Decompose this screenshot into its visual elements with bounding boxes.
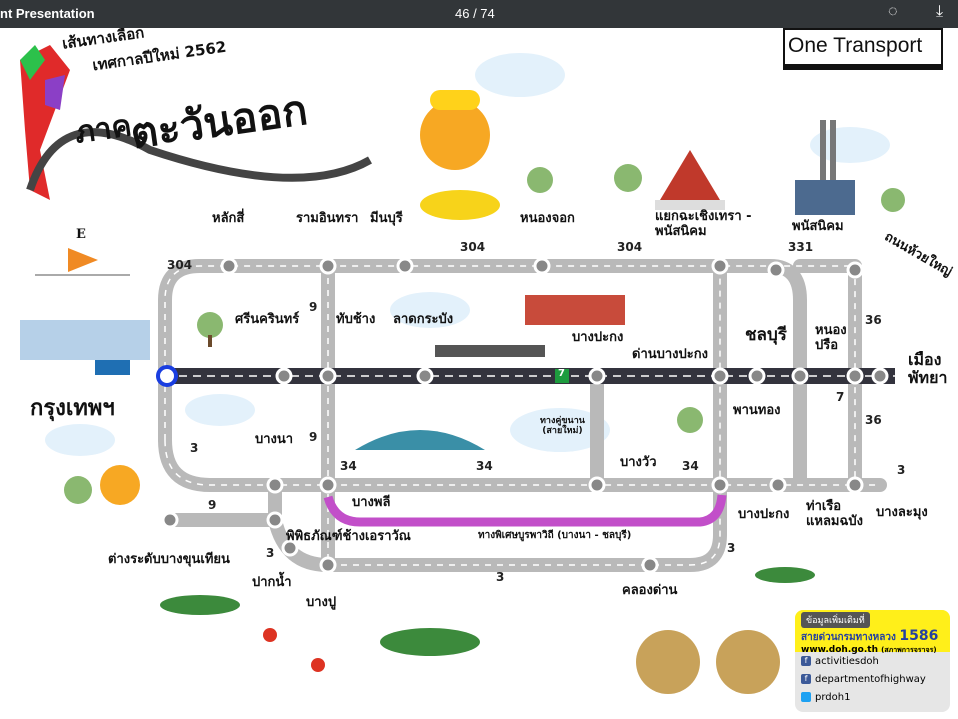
road-number: 7: [836, 390, 845, 404]
burapha-expressway: [323, 494, 727, 527]
road-number: 34: [476, 459, 493, 473]
place-minburi: มีนบุรี: [370, 211, 403, 226]
road-number: 304: [460, 240, 486, 254]
place-phanatnikhom: พนัสนิคม: [792, 219, 844, 234]
hotline-number: 1586: [899, 628, 939, 644]
road-number: 34: [340, 459, 357, 473]
bangkok-node: [156, 365, 178, 387]
hotline-label: สายด่วนกรมทางหลวง: [801, 632, 896, 643]
road-number: 9: [309, 300, 318, 314]
place-bangna: บางนา: [255, 432, 294, 447]
bangkok-skyline-icon: [20, 320, 150, 375]
website-link[interactable]: www.doh.go.th: [801, 645, 878, 655]
place-dan-bangpakong: ด่านบางปะกง: [632, 347, 708, 362]
place-khlongdan: คลองด่าน: [622, 583, 678, 598]
motorway-sign: [555, 369, 569, 383]
viewer-toolbar: nt Presentation 46 / 74 ◌ ⤓: [0, 0, 958, 28]
place-burapha-expressway: ทางพิเศษบูรพาวิถี (บางนา - ชลบุรี): [478, 530, 632, 541]
compass-label: E: [76, 227, 86, 242]
place-bangpakong-bottom: บางปะกง: [738, 507, 790, 522]
junction-nodes: [161, 257, 889, 574]
place-nongchok: หนองจอก: [520, 211, 575, 226]
facebook-icon: f: [801, 674, 811, 684]
website-note: (สภาพการจราจร): [881, 646, 937, 654]
brand-text: One Transport: [788, 34, 923, 57]
road-number: 304: [617, 240, 643, 254]
road-number: 36: [865, 313, 882, 327]
info-tag: ข้อมูลเพิ่มเติมที่: [801, 612, 870, 628]
road-number: 3: [897, 463, 906, 477]
place-bangphli: บางพลี: [352, 495, 391, 510]
road-number: 36: [865, 413, 882, 427]
tree-icons: [64, 164, 905, 504]
factory-icon: [795, 120, 855, 215]
facebook-icon: f: [801, 656, 811, 666]
place-thapchang: ทับช้าง: [336, 312, 376, 327]
place-chachoengsao: แยกฉะเชิงเทรา -พนัสนิคม: [655, 209, 752, 239]
place-srinakarin: ศรีนครินทร์: [235, 312, 300, 327]
place-pattaya: เมืองพัทยา: [908, 350, 948, 388]
twitter-icon: [801, 692, 811, 702]
rotate-icon[interactable]: ◌: [888, 3, 898, 20]
road-number: 3: [727, 541, 736, 555]
slide: เส้นทางเลือก เทศกาลปีใหม่ 2562 ภาค ตะวัน…: [0, 28, 958, 719]
compass-arrow-icon: [68, 248, 98, 272]
lane-markings: [164, 265, 880, 566]
mangrove-icons: [160, 567, 815, 656]
twitter-prdoh1[interactable]: prdoh1: [815, 691, 851, 703]
place-bangkok: กรุงเทพฯ: [30, 396, 115, 421]
road-number: 3: [496, 570, 505, 584]
train-icon: [435, 345, 545, 357]
place-bangpu: บางปู: [306, 595, 337, 610]
place-bangwua: บางวัว: [620, 455, 657, 470]
road-map: [20, 45, 905, 694]
page-counter: 46 / 74: [455, 6, 495, 21]
road-number: 34: [682, 459, 699, 473]
place-nongprue: หนองปรือ: [815, 323, 847, 353]
place-parallel-road: ทางคู่ขนาน(สายใหม่): [540, 416, 585, 437]
crab-icons: [263, 628, 325, 672]
temple-icon: [655, 150, 725, 210]
place-laemchabang: ท่าเรือแหลมฉบัง: [806, 499, 863, 529]
facebook-activitiesdoh[interactable]: activitiesdoh: [815, 655, 879, 667]
place-chonburi: ชลบุรี: [745, 325, 787, 345]
mascot-icon: [420, 90, 500, 220]
facebook-departmentofhighway[interactable]: departmentofhighway: [815, 673, 926, 685]
viewer-title: nt Presentation: [0, 6, 95, 21]
place-bangpakong-top: บางปะกง: [572, 330, 624, 345]
road-number: 9: [309, 430, 318, 444]
road-number: 3: [266, 546, 275, 560]
title-road-decoration: [26, 128, 372, 192]
airport-icon: [355, 430, 485, 450]
download-icon[interactable]: ⤓: [936, 3, 944, 20]
road-number: 331: [788, 240, 814, 254]
one-transport-logo: One Transport: [783, 28, 943, 70]
place-paknam: ปากน้ำ: [252, 575, 292, 590]
place-banglamung: บางละมุง: [876, 505, 928, 520]
place-bangkhuntian: ต่างระดับบางขุนเทียน: [108, 552, 230, 567]
place-laksi: หลักสี่: [212, 211, 245, 226]
place-erawan: พิพิธภัณฑ์ช้างเอราวัณ: [286, 529, 411, 544]
info-box: ข้อมูลเพิ่มเติมที่ สายด่วนกรมทางหลวง 158…: [795, 610, 950, 712]
road-number: 3: [190, 441, 199, 455]
place-phanthong: พานทอง: [733, 403, 781, 418]
place-ramintra: รามอินทรา: [296, 211, 359, 226]
road-number: 304: [167, 258, 193, 272]
motorway-sign-number: 7: [558, 368, 565, 379]
seals-icon: [636, 630, 780, 694]
station-icon: [525, 295, 625, 325]
place-latkrabang: ลาดกระบัง: [393, 312, 454, 327]
road-number: 9: [208, 498, 217, 512]
mascot-small-icon: [100, 465, 140, 505]
thailand-map-icon: [20, 45, 70, 200]
